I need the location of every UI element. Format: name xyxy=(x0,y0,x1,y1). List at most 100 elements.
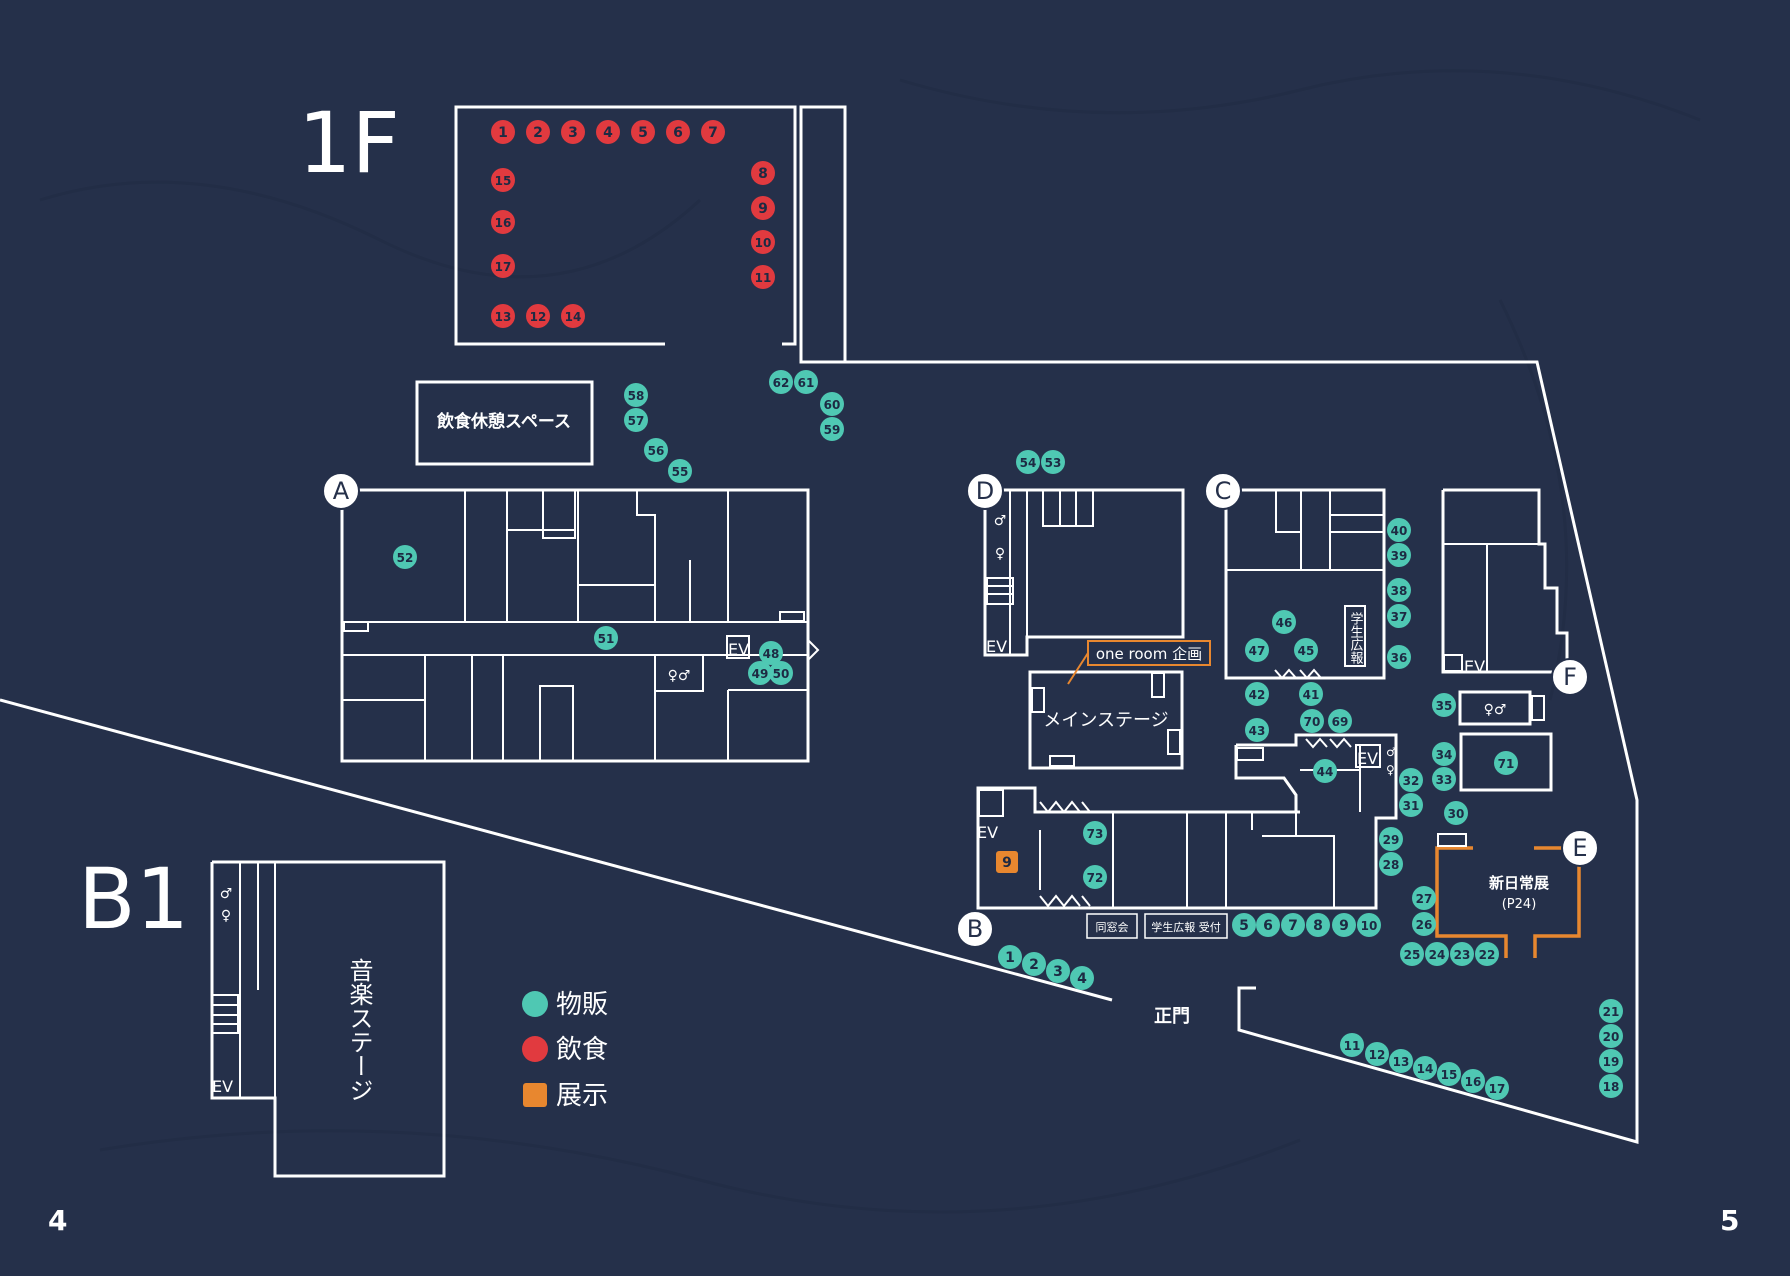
sales-marker-31: 31 xyxy=(1399,793,1423,817)
sales-marker-61: 61 xyxy=(794,370,818,394)
food-marker-dot xyxy=(751,196,775,220)
entrance-circle xyxy=(956,910,994,948)
sales-marker-number: 32 xyxy=(1403,774,1420,788)
sales-marker-dot xyxy=(1046,959,1070,983)
food-marker-dot xyxy=(491,210,515,234)
building-a: ♀♂ EV xyxy=(340,488,820,763)
exhibit-marker-square xyxy=(996,851,1018,873)
sales-marker-6: 6 xyxy=(1256,913,1280,937)
sales-marker-20: 20 xyxy=(1599,1024,1623,1048)
entrance-e: E xyxy=(1561,829,1599,867)
food-marker-8: 8 xyxy=(751,161,775,185)
sales-marker-39: 39 xyxy=(1387,543,1411,567)
sales-marker-dot xyxy=(1328,709,1352,733)
sales-marker-41: 41 xyxy=(1299,682,1323,706)
sales-marker-33: 33 xyxy=(1432,767,1456,791)
campus-boundary xyxy=(0,360,1639,1144)
ev-label: EV xyxy=(986,637,1007,656)
sales-marker-number: 21 xyxy=(1603,1005,1620,1019)
food-marker-number: 12 xyxy=(530,310,547,324)
sales-marker-number: 23 xyxy=(1454,948,1471,962)
sales-marker-number: 15 xyxy=(1441,1068,1458,1082)
sales-marker-number: 5 xyxy=(1239,918,1249,934)
sales-marker-number: 24 xyxy=(1429,948,1446,962)
one-room-label: one room 企画 xyxy=(1096,645,1202,663)
sales-marker-dot xyxy=(668,459,692,483)
sales-marker-dot xyxy=(1399,793,1423,817)
sales-marker-number: 40 xyxy=(1391,524,1408,538)
food-marker-number: 7 xyxy=(708,125,718,141)
sales-marker-number: 70 xyxy=(1304,715,1321,729)
sales-marker-number: 46 xyxy=(1276,616,1293,630)
legend-exhibit-swatch xyxy=(523,1083,547,1107)
sales-marker-24: 24 xyxy=(1425,942,1449,966)
food-marker-5: 5 xyxy=(631,120,655,144)
sales-marker-25: 25 xyxy=(1400,942,1424,966)
sales-marker-36: 36 xyxy=(1387,645,1411,669)
sales-marker-number: 49 xyxy=(752,667,769,681)
rest-space: 飲食休憩スペース xyxy=(415,380,594,466)
sales-marker-number: 4 xyxy=(1077,971,1087,987)
sales-marker-14: 14 xyxy=(1413,1056,1437,1080)
sales-marker-number: 42 xyxy=(1249,688,1266,702)
sales-marker-number: 48 xyxy=(763,647,780,661)
food-marker-9: 9 xyxy=(751,196,775,220)
shin-nichijo-label: 新日常展 xyxy=(1489,874,1549,892)
food-marker-dot xyxy=(631,120,655,144)
sales-marker-49: 49 xyxy=(748,661,772,685)
sales-marker-number: 59 xyxy=(824,423,841,437)
sales-marker-number: 38 xyxy=(1391,584,1408,598)
sales-marker-dot xyxy=(1425,942,1449,966)
sales-marker-number: 18 xyxy=(1603,1080,1620,1094)
sales-marker-71: 71 xyxy=(1494,751,1518,775)
sales-marker-dot xyxy=(644,438,668,462)
sales-marker-number: 31 xyxy=(1403,799,1420,813)
food-marker-number: 5 xyxy=(638,125,648,141)
restroom-icon: ♀♂ xyxy=(668,668,691,684)
ev-label: EV xyxy=(1357,749,1378,768)
sales-marker-dot xyxy=(1294,638,1318,662)
sales-marker-dot xyxy=(1599,1024,1623,1048)
restroom-icon: ♀♂ xyxy=(1484,702,1507,718)
building-f: EV ♀♂ xyxy=(1441,488,1569,792)
sales-marker-number: 51 xyxy=(598,632,615,646)
building-d: ♂ ♀ EV xyxy=(983,488,1185,657)
food-marker-number: 1 xyxy=(498,125,508,141)
sales-marker-dot xyxy=(1599,1074,1623,1098)
sales-marker-dot xyxy=(1387,518,1411,542)
sales-marker-dot xyxy=(1387,604,1411,628)
sales-marker-dot xyxy=(1083,821,1107,845)
food-marker-2: 2 xyxy=(526,120,550,144)
sales-marker-55: 55 xyxy=(668,459,692,483)
entrance-f: F xyxy=(1551,658,1589,696)
sales-marker-10: 10 xyxy=(1357,913,1381,937)
food-marker-dot xyxy=(491,254,515,278)
sales-marker-number: 45 xyxy=(1298,644,1315,658)
sales-marker-dot xyxy=(769,661,793,685)
food-marker-1: 1 xyxy=(491,120,515,144)
food-marker-17: 17 xyxy=(491,254,515,278)
food-marker-dot xyxy=(491,120,515,144)
food-marker-15: 15 xyxy=(491,168,515,192)
entrance-circle xyxy=(1561,829,1599,867)
sales-marker-number: 14 xyxy=(1417,1062,1434,1076)
sales-marker-number: 60 xyxy=(824,398,841,412)
sales-marker-17: 17 xyxy=(1485,1076,1509,1100)
gakusei-uketsuke-sign xyxy=(1144,913,1228,939)
sales-marker-dot xyxy=(1494,751,1518,775)
food-marker-number: 16 xyxy=(495,216,512,230)
sales-marker-1: 1 xyxy=(998,945,1022,969)
sales-marker-number: 47 xyxy=(1249,644,1266,658)
sales-marker-dot xyxy=(1379,827,1403,851)
food-marker-dot xyxy=(491,168,515,192)
food-marker-number: 8 xyxy=(758,166,768,182)
page-number-left: 4 xyxy=(48,1204,67,1237)
sales-marker-number: 8 xyxy=(1313,918,1323,934)
restroom-icon: ♀ xyxy=(1386,763,1395,777)
sales-marker-dot xyxy=(1299,682,1323,706)
sales-marker-7: 7 xyxy=(1281,913,1305,937)
sales-marker-52: 52 xyxy=(393,545,417,569)
food-marker-number: 17 xyxy=(495,260,512,274)
sales-marker-dot xyxy=(1400,942,1424,966)
food-marker-number: 13 xyxy=(495,310,512,324)
